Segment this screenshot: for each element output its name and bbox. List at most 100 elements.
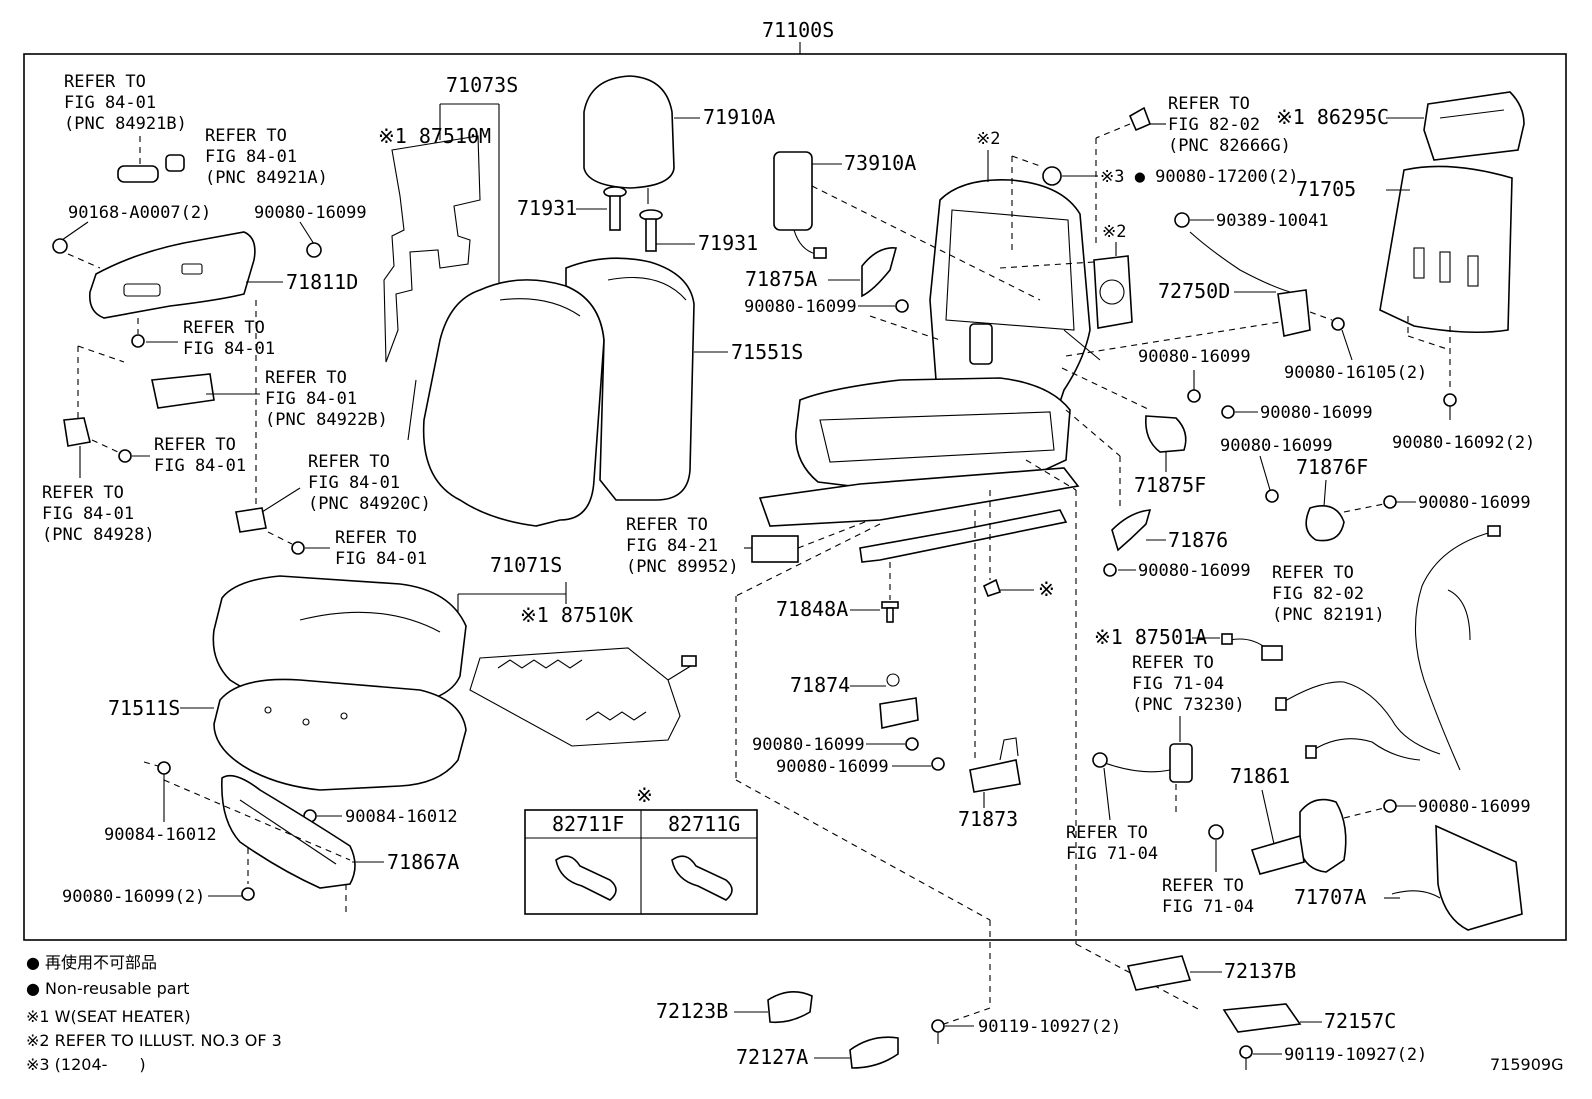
switch-bracket-84922B bbox=[151, 373, 215, 409]
refer-r3-line1: REFER TO bbox=[183, 318, 265, 338]
bracket-71873 bbox=[969, 737, 1021, 793]
harness-87501A bbox=[1221, 633, 1283, 661]
label-86295C: ※1 86295C bbox=[1276, 105, 1389, 129]
screw-90080-16099-b bbox=[306, 242, 322, 258]
label-90080-16099-i: 90080-16099 bbox=[1418, 493, 1531, 513]
label-90080-16099-h: 90080-16099 bbox=[1220, 436, 1333, 456]
side-shield-71811D bbox=[88, 231, 256, 319]
label-90080-16105: 90080-16105(2) bbox=[1284, 363, 1427, 383]
switch-knob-84921A bbox=[165, 154, 185, 172]
screw-84920C bbox=[291, 541, 305, 555]
label-90080-16099-2-c: 90080-16099(2) bbox=[62, 887, 205, 907]
label-71861: 71861 bbox=[1230, 764, 1290, 788]
refer-r13-line1: REFER TO bbox=[1066, 823, 1148, 843]
clip-82666G bbox=[1128, 106, 1152, 132]
screw-90080-16092 bbox=[1443, 393, 1457, 420]
label-90084-16012-a: 90084-16012 bbox=[104, 825, 217, 845]
refer-r3-line2: FIG 84-01 bbox=[183, 339, 275, 359]
mark-2b: ※2 bbox=[1102, 222, 1126, 242]
label-90119-10927-b: 90119-10927(2) bbox=[1284, 1045, 1427, 1065]
connector-84928 bbox=[63, 417, 91, 447]
refer-r11-line2: FIG 82-02 bbox=[1272, 584, 1364, 604]
refer-r1-line3: (PNC 84921B) bbox=[64, 114, 187, 134]
screw-84928 bbox=[118, 449, 132, 463]
lumbar-73910A bbox=[773, 151, 827, 259]
label-90168: 90168-A0007(2) bbox=[68, 203, 211, 223]
cover-72123B bbox=[767, 991, 813, 1024]
screw-90080-16099-h bbox=[1265, 489, 1279, 503]
refer-r8-line2: FIG 84-01 bbox=[335, 549, 427, 569]
refer-r5-line1: REFER TO bbox=[154, 435, 236, 455]
refer-r1-line1: REFER TO bbox=[64, 72, 146, 92]
refer-r2-line1: REFER TO bbox=[205, 126, 287, 146]
screw-side-shield bbox=[131, 334, 145, 348]
label-71848A: 71848A bbox=[776, 597, 848, 621]
cover-71876 bbox=[1111, 509, 1152, 552]
back-board-86295C bbox=[1423, 91, 1525, 161]
cover-72157C bbox=[1222, 1003, 1302, 1033]
label-90119-10927-a: 90119-10927(2) bbox=[978, 1017, 1121, 1037]
label-90080-16099-g: 90080-16099 bbox=[1260, 403, 1373, 423]
clip-box-mark: ※ bbox=[636, 783, 653, 807]
note-5: ※3 (1204- ) bbox=[26, 1055, 146, 1074]
refer-r12-line3: (PNC 73230) bbox=[1132, 695, 1245, 715]
clip-82711F bbox=[555, 855, 617, 901]
refer-r11-line1: REFER TO bbox=[1272, 563, 1354, 583]
screw-90080-16099-f bbox=[1187, 389, 1201, 403]
screw-90080-16099-j bbox=[1103, 563, 1117, 577]
label-72127A: 72127A bbox=[736, 1045, 808, 1069]
refer-r2-line3: (PNC 84921A) bbox=[205, 168, 328, 188]
recliner-mechanism bbox=[1093, 255, 1133, 329]
headrest-guide-left bbox=[603, 186, 627, 231]
label-90080-16099-b: 90080-16099 bbox=[254, 203, 367, 223]
refer-r14-line1: REFER TO bbox=[1162, 876, 1244, 896]
headrest bbox=[583, 75, 675, 204]
clip-box-left-label: 82711F bbox=[552, 812, 624, 836]
screw-90080-16099-i bbox=[1383, 495, 1397, 509]
screw-90168 bbox=[52, 238, 68, 254]
bolt-90119-a bbox=[931, 1019, 945, 1044]
label-90084-16012-b: 90084-16012 bbox=[345, 807, 458, 827]
refer-r7-line3: (PNC 84920C) bbox=[308, 494, 431, 514]
screw-90080-16099-c bbox=[241, 887, 255, 901]
diagram-frame bbox=[23, 53, 1567, 941]
cover-71707A bbox=[1391, 824, 1523, 931]
label-72750D: 72750D bbox=[1158, 279, 1230, 303]
label-71931-b: 71931 bbox=[698, 231, 758, 255]
refer-r9-line3: (PNC 89952) bbox=[626, 557, 739, 577]
clip-center bbox=[982, 578, 1002, 597]
screw-90080-16105 bbox=[1331, 317, 1345, 331]
refer-r13-line2: FIG 71-04 bbox=[1066, 844, 1158, 864]
headrest-guide-right bbox=[639, 209, 663, 252]
label-90080-16099-k: 90080-16099 bbox=[1418, 797, 1531, 817]
label-87510K: ※1 87510K bbox=[520, 603, 633, 627]
refer-r12-line1: REFER TO bbox=[1132, 653, 1214, 673]
label-71551S: 71551S bbox=[731, 340, 803, 364]
cable-72750D bbox=[1189, 231, 1311, 337]
label-90080-16099-d: 90080-16099 bbox=[752, 735, 865, 755]
refer-r14-line2: FIG 71-04 bbox=[1162, 897, 1254, 917]
label-72123B: 72123B bbox=[656, 999, 728, 1023]
seatback-heater-87510M bbox=[383, 135, 481, 441]
label-71511S: 71511S bbox=[108, 696, 180, 720]
refer-r11-line3: (PNC 82191) bbox=[1272, 605, 1385, 625]
connector-89952 bbox=[751, 535, 799, 563]
connector-84920C bbox=[235, 507, 267, 533]
refer-r1-line2: FIG 84-01 bbox=[64, 93, 156, 113]
label-71874: 71874 bbox=[790, 673, 850, 697]
refer-r10-line3: (PNC 82666G) bbox=[1168, 136, 1291, 156]
clip-box-right-label: 82711G bbox=[668, 812, 740, 836]
armrest-71861 bbox=[1250, 798, 1347, 875]
clip-82711G bbox=[671, 855, 733, 901]
refer-r7-line2: FIG 84-01 bbox=[308, 473, 400, 493]
bolt-71848A bbox=[881, 601, 899, 623]
bolt-90119-b bbox=[1239, 1045, 1253, 1070]
wire-harness-82191 bbox=[1275, 525, 1501, 771]
back-board-71705 bbox=[1379, 165, 1513, 334]
label-87510M: ※1 87510M bbox=[378, 124, 491, 148]
refer-r10-line2: FIG 82-02 bbox=[1168, 115, 1260, 135]
nut-90389 bbox=[1174, 212, 1190, 228]
label-90080-16099-f: 90080-16099 bbox=[1138, 347, 1251, 367]
seatback-pad bbox=[565, 257, 695, 501]
label-72157C: 72157C bbox=[1324, 1009, 1396, 1033]
